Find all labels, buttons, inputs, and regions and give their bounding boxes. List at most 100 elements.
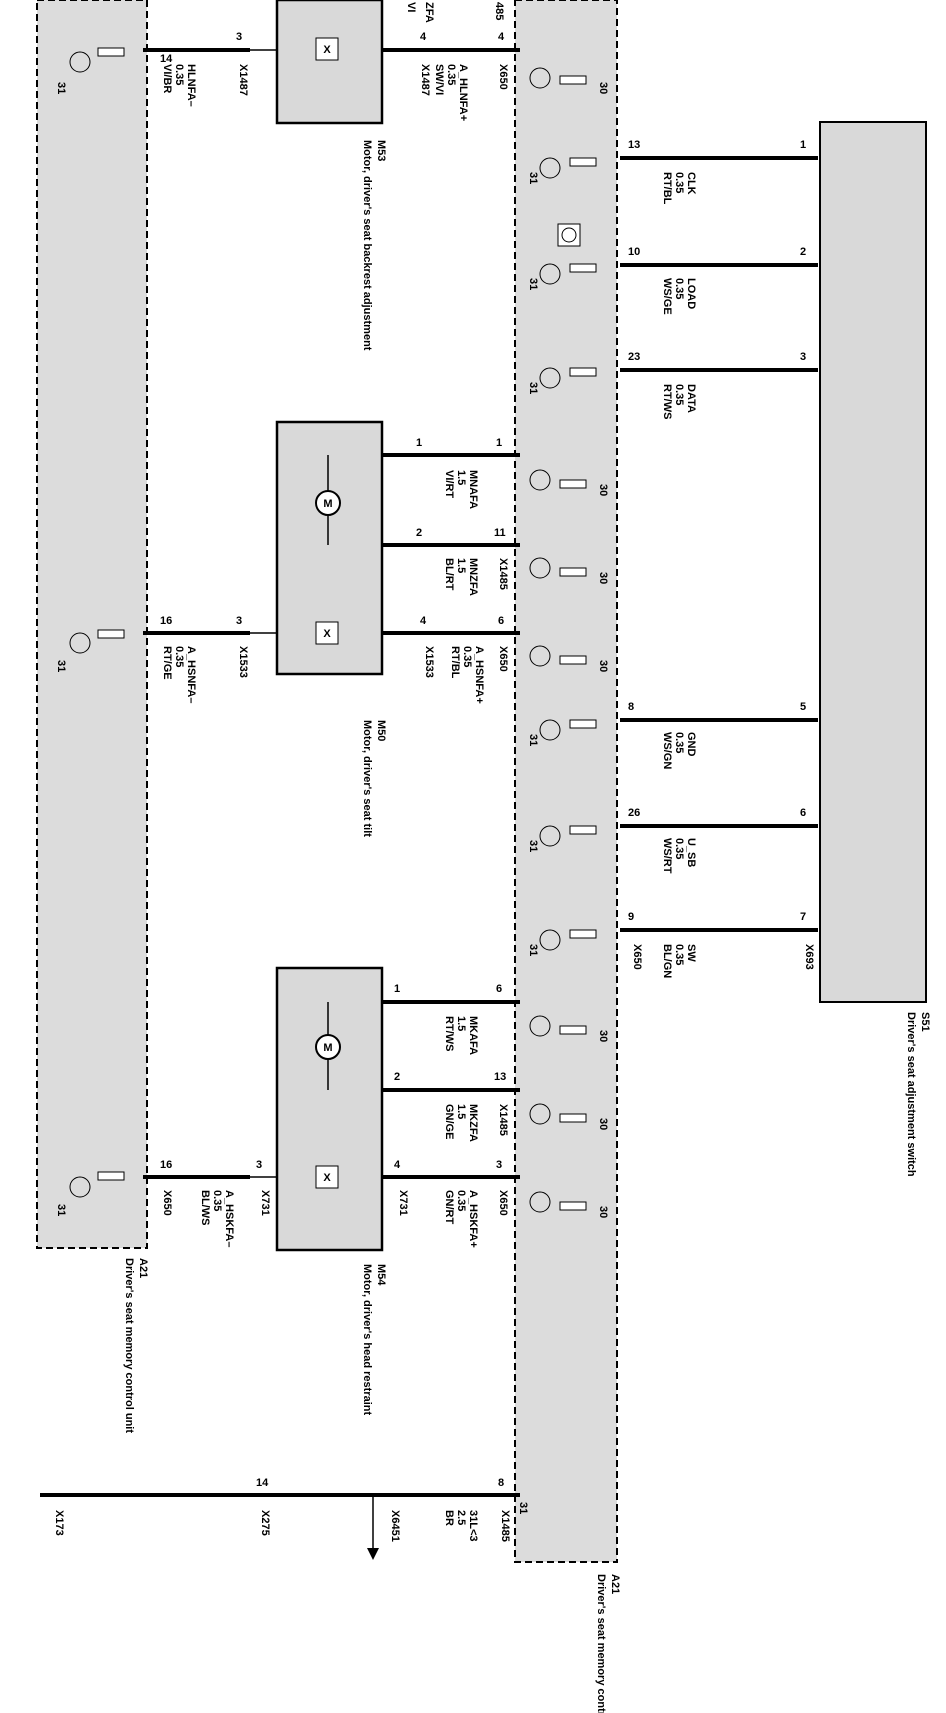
connector-label: X650 bbox=[497, 64, 509, 90]
driver-icon-left-3 bbox=[69, 1171, 125, 1198]
ground-31-label: 31 bbox=[527, 840, 539, 852]
wire-gauge: 0.35 bbox=[673, 838, 685, 859]
s51-id: S51 bbox=[919, 1012, 931, 1032]
pin-label: 14 bbox=[256, 1477, 269, 1489]
wire-name: U_SB bbox=[685, 838, 697, 867]
wire-color: GN/GE bbox=[443, 1104, 455, 1139]
driver-icons-right bbox=[529, 67, 597, 1213]
wire-color: RT/BL bbox=[661, 172, 673, 205]
s51-desc: Driver's seat adjustment switch bbox=[905, 1012, 917, 1177]
wire-gauge: 0.35 bbox=[173, 646, 185, 667]
wire-name: DATA bbox=[685, 384, 697, 413]
wire-name: SW bbox=[685, 944, 697, 962]
wire-gauge: 0.35 bbox=[455, 1190, 467, 1211]
ground-31-label: 31 bbox=[527, 382, 539, 394]
ground-31-label: 31 bbox=[55, 1204, 67, 1216]
wire-color: WS/GN bbox=[661, 732, 673, 769]
wire-color: RT/GE bbox=[161, 646, 173, 680]
pin-label: 26 bbox=[628, 807, 640, 819]
svg-text:M: M bbox=[323, 1042, 332, 1054]
supply-30-label: 30 bbox=[597, 572, 609, 584]
wire-color: RT/WS bbox=[443, 1016, 455, 1051]
wire-name: GND bbox=[685, 732, 697, 757]
wire-gauge: 0.35 bbox=[461, 646, 473, 667]
pin-label: 2 bbox=[394, 1071, 400, 1083]
m50-id: M50 bbox=[375, 720, 387, 741]
pin-label: 4 bbox=[420, 31, 427, 43]
wire-gauge: 0.35 bbox=[673, 944, 685, 965]
driver-icon-left-1 bbox=[69, 47, 125, 73]
wire-gauge: 0.35 bbox=[211, 1190, 223, 1211]
pin-label: 6 bbox=[498, 615, 504, 627]
connector-label: X731 bbox=[397, 1190, 409, 1216]
pin-label: 10 bbox=[628, 246, 640, 258]
sensor-icon-m50: X bbox=[315, 621, 339, 645]
wire-color: VI/RT bbox=[443, 470, 455, 498]
wire-gauge: 0.35 bbox=[673, 278, 685, 299]
wire-name: MKZFA bbox=[467, 1104, 479, 1142]
top-cut-label: ZFA bbox=[423, 2, 435, 23]
pin-label: 6 bbox=[800, 807, 806, 819]
a21-desc: Driver's seat memory control unit bbox=[595, 1574, 607, 1713]
pin-label: 3 bbox=[236, 615, 242, 627]
pin-label: 23 bbox=[628, 351, 640, 363]
component-captions: M53 Motor, driver's seat backrest adjust… bbox=[123, 140, 931, 1713]
wire-gauge: 0.35 bbox=[445, 64, 457, 85]
supply-30-label: 30 bbox=[597, 1030, 609, 1042]
m50-desc: Motor, driver's seat tilt bbox=[361, 720, 373, 837]
pin-label: 6 bbox=[496, 983, 502, 995]
pin-label: 2 bbox=[800, 246, 806, 258]
pin-label: 8 bbox=[498, 1477, 504, 1489]
pin-label: 3 bbox=[496, 1159, 502, 1171]
sensor-icon-m54: X bbox=[315, 1165, 339, 1189]
pin-label: 16 bbox=[160, 615, 172, 627]
pin-label: 5 bbox=[800, 701, 806, 713]
ground-31-label: 31 bbox=[527, 944, 539, 956]
connector-label: X1485 bbox=[497, 558, 509, 590]
svg-text:X: X bbox=[323, 44, 331, 56]
connector-label: X1485 bbox=[499, 1510, 511, 1542]
a21-right-box bbox=[514, 0, 618, 1563]
ground-31-label: 31 bbox=[527, 734, 539, 746]
wire-gauge: 1.5 bbox=[455, 558, 467, 573]
connector-label: X1533 bbox=[237, 646, 249, 678]
connector-label: X650 bbox=[497, 646, 509, 672]
wire-color: RT/BL bbox=[449, 646, 461, 679]
pin-label: 11 bbox=[494, 527, 506, 539]
m53-id: M53 bbox=[375, 140, 387, 161]
ground-31-label: 31 bbox=[55, 82, 67, 94]
wire-color: BL/WS bbox=[199, 1190, 211, 1225]
wire-name: HLNFA– bbox=[185, 64, 197, 107]
wire-name: A_HSNFA– bbox=[185, 646, 197, 703]
ground-31-label: 31 bbox=[527, 278, 539, 290]
connector-label: X6451 bbox=[389, 1510, 401, 1542]
connector-label: X1487 bbox=[237, 64, 249, 96]
wire-name: MKAFA bbox=[467, 1016, 479, 1055]
a21-id: A21 bbox=[137, 1258, 149, 1278]
pin-label: 13 bbox=[494, 1071, 506, 1083]
motor-icon-m54: M bbox=[315, 1002, 341, 1090]
connector-label: X650 bbox=[161, 1190, 173, 1216]
pin-label: 3 bbox=[236, 31, 242, 43]
wire-color: RT/WS bbox=[661, 384, 673, 419]
pin-label: 3 bbox=[800, 351, 806, 363]
supply-30-label: 30 bbox=[597, 82, 609, 94]
svg-text:X: X bbox=[323, 628, 331, 640]
m53-box bbox=[275, 0, 384, 125]
motor-icon-m50: M bbox=[315, 455, 341, 545]
wire-color: GN/RT bbox=[443, 1190, 455, 1225]
wire-name: A_HSNFA+ bbox=[473, 646, 485, 704]
wire-color: BL/RT bbox=[443, 558, 455, 591]
connector-label: X1533 bbox=[423, 646, 435, 678]
ground-31-label: 31 bbox=[55, 660, 67, 672]
svg-text:X: X bbox=[323, 1172, 331, 1184]
pin-label: 1 bbox=[496, 437, 502, 449]
wire-name: A_HSKFA+ bbox=[467, 1190, 479, 1248]
top-cut-label: 485 bbox=[493, 2, 505, 20]
pin-label: 16 bbox=[160, 1159, 172, 1171]
wire-gauge: 2.5 bbox=[455, 1510, 467, 1525]
a21-id: A21 bbox=[609, 1574, 621, 1594]
wire-gauge: 0.35 bbox=[673, 172, 685, 193]
svg-text:M: M bbox=[323, 498, 332, 510]
